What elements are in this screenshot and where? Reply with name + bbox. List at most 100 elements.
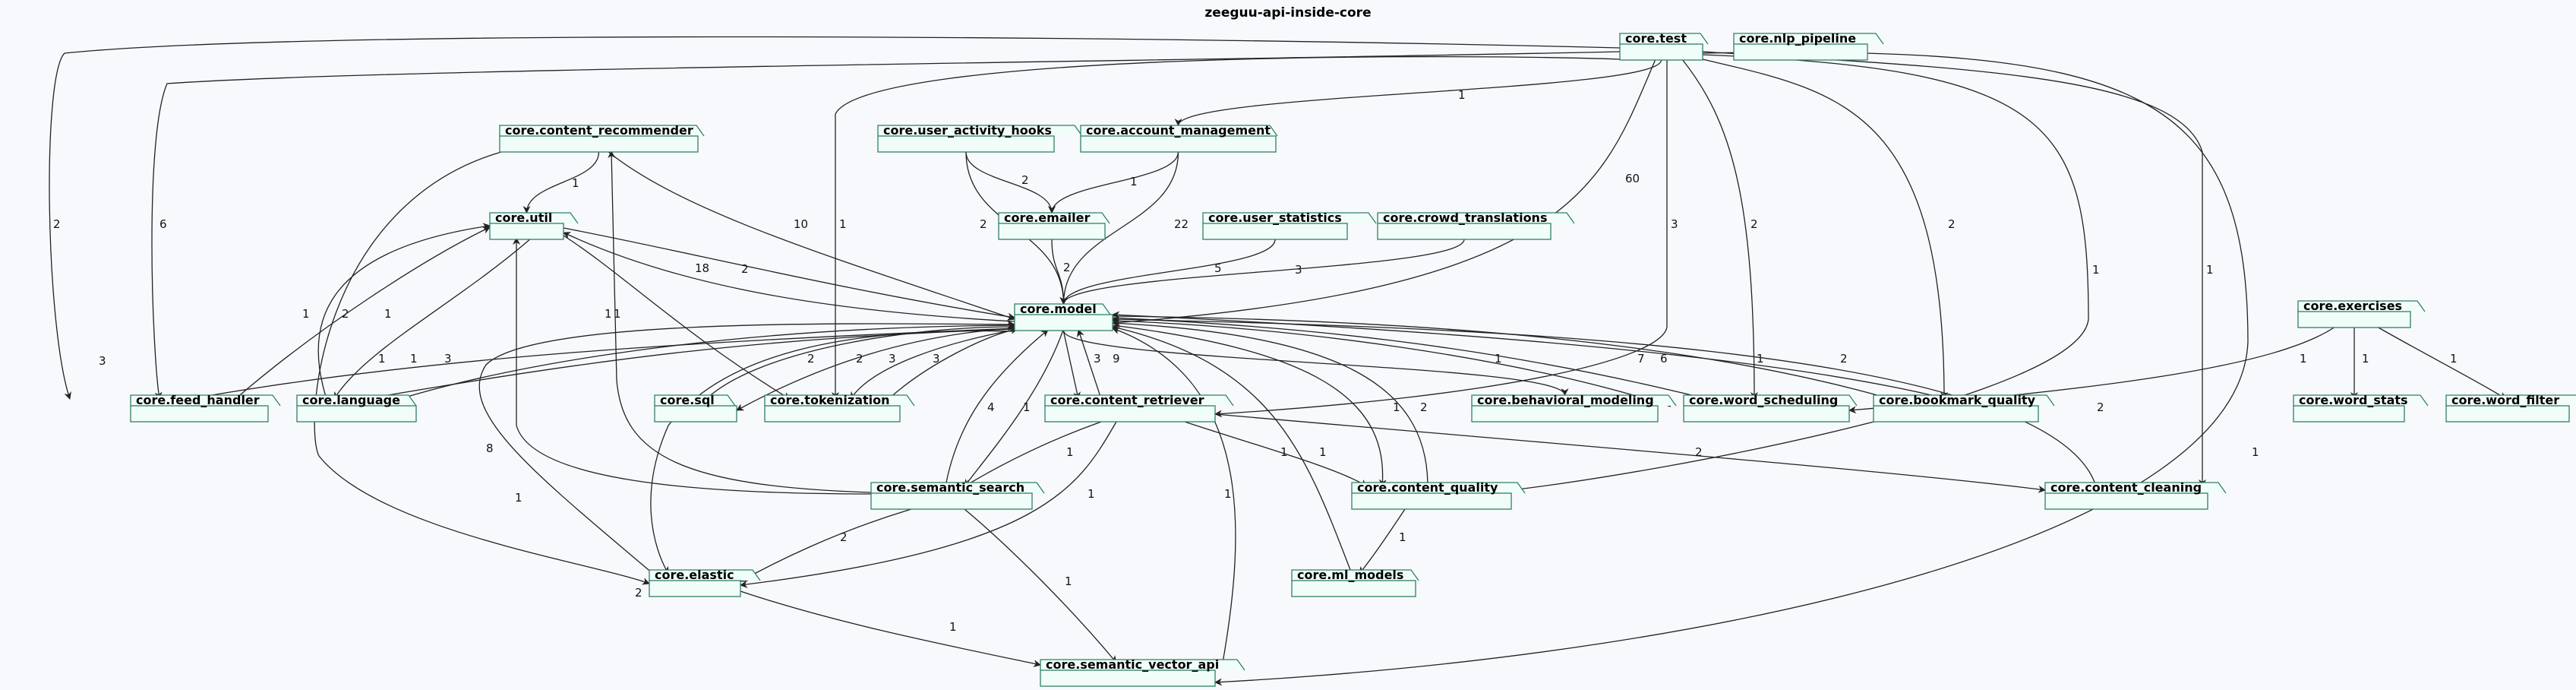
package-tab [1351,482,1526,494]
package-body [654,405,737,423]
package-label: core.word_filter [2451,393,2559,407]
edge-line [1112,315,2097,487]
package-word-scheduling[interactable]: core.word_scheduling [1683,393,1858,423]
package-model[interactable]: core.model [1014,302,1113,331]
package-label: core.elastic [655,568,734,582]
edge-line [356,328,1015,404]
package-test[interactable]: core.test [1619,31,1709,61]
edge-crowd-translations-to-model: 3 [1059,239,1465,305]
package-language[interactable]: core.language [296,393,417,423]
package-tokenization[interactable]: core.tokenization [764,393,915,423]
package-tab [870,482,1045,494]
edge-test-to-account-management: 1 [1174,59,1662,126]
package-word-stats[interactable]: core.word_stats [2293,393,2429,423]
package-tab [1080,125,1278,137]
package-semantic-vector-api[interactable]: core.semantic_vector_api [1040,657,1245,687]
package-user-statistics[interactable]: core.user_statistics [1202,210,1377,240]
package-elastic[interactable]: core.elastic [649,568,761,597]
edge-test-to-content-quality: 1 [1511,54,2100,493]
edge-label: 7 [1637,352,1645,366]
package-account-management[interactable]: core.account_management [1080,123,1278,153]
package-tab [296,394,417,407]
package-tab [1044,394,1234,407]
edge-exercises-to-word-filter: 1 [2376,326,2507,400]
package-tab [1202,212,1377,224]
edge-label: 1 [614,307,621,321]
edge-line [522,151,600,214]
edge-line [964,421,1102,487]
package-exercises[interactable]: core.exercises [2297,299,2426,328]
package-tab [1377,212,1575,224]
package-tab [877,125,1083,137]
edge-line [1059,239,1276,305]
package-body [1683,405,1850,423]
package-content-cleaning[interactable]: core.content_cleaning [2044,480,2227,510]
package-label: core.util [495,210,552,225]
package-label: core.bookmark_quality [1879,393,2036,407]
package-tab [489,212,579,224]
package-bookmark-quality[interactable]: core.bookmark_quality [1873,393,2055,423]
edge-label: 1 [2300,352,2307,366]
package-semantic-search[interactable]: core.semantic_search [870,480,1045,510]
edge-word-scheduling-to-model: 6 [1112,317,1672,407]
edge-label: 1 [1023,400,1031,414]
edge-label: 6 [1660,352,1668,366]
package-body [2044,492,2208,510]
edge-line [2376,326,2507,400]
package-body [649,580,741,597]
edge-label: 1 [2092,263,2100,277]
edge-semantic-vector-api-to-model: 1 [1112,327,1236,663]
edge-line [608,150,872,493]
package-body [1291,580,1416,597]
edge-label: 2 [1063,261,1071,274]
package-behavioral-modeling[interactable]: core.behavioral_modeling [1471,393,1677,423]
edge-model-to-bookmark-quality: 1 [1112,315,1899,404]
edge-line [964,329,1064,487]
edge-label: 4 [987,400,995,414]
edge-emailer-to-model: 2 [1051,239,1071,305]
package-emailer[interactable]: core.emailer [998,210,1110,240]
edge-content-recommender-to-elastic: 3 [99,151,650,585]
package-label: core.content_cleaning [2050,480,2202,495]
edge-content-quality-to-model: 2 [1112,319,1428,487]
edge-semantic-search-to-semantic-vector-api: 1 [964,508,1117,663]
edge-label: 1 [572,176,579,190]
package-util[interactable]: core.util [489,210,579,240]
edge-label: 2 [2097,400,2104,414]
edge-label: 3 [1295,263,1302,277]
package-content-retriever[interactable]: core.content_retriever [1044,393,1234,423]
package-sql[interactable]: core.sql [654,393,737,423]
package-label: core.account_management [1086,123,1271,138]
package-word-filter[interactable]: core.word_filter [2445,393,2576,423]
edge-label: 10 [794,217,808,231]
package-content-quality[interactable]: core.content_quality [1351,480,1526,510]
package-label: core.language [302,393,400,407]
edge-content-quality-to-ml-models: 1 [1359,508,1406,574]
edge-test-to-bookmark-quality: 2 [1702,59,1956,400]
edge-line [1048,151,1179,214]
package-crowd-translations[interactable]: core.crowd_translations [1377,210,1575,240]
package-body [130,405,269,423]
package-body [764,405,901,423]
edge-label: 1 [1280,445,1288,459]
edge-line [189,328,1015,402]
edge-test-to-content-retriever: 3 [1214,59,1678,418]
edge-line [333,237,532,400]
package-ml-models[interactable]: core.ml_models [1291,568,1419,597]
edge-test-to-word-scheduling: 2 [1681,59,1758,400]
edge-line [740,421,1117,588]
edge-label: 2 [635,586,642,600]
package-feed-handler[interactable]: core.feed_handler [130,393,281,423]
edge-label: 1 [1065,574,1072,588]
package-body [2445,405,2570,423]
edge-content-retriever-to-content-quality: 1 [1184,421,1368,487]
package-nlp-pipeline[interactable]: core.nlp_pipeline [1733,31,1884,61]
package-body [1351,492,1512,510]
edge-line [1511,54,2089,493]
package-content-recommender[interactable]: core.content_recommender [499,123,705,153]
package-label: core.exercises [2303,299,2402,313]
edge-line [1051,239,1068,305]
package-user-activity-hooks[interactable]: core.user_activity_hooks [877,123,1083,153]
edge-test-to-model: 60 [1112,59,1656,327]
